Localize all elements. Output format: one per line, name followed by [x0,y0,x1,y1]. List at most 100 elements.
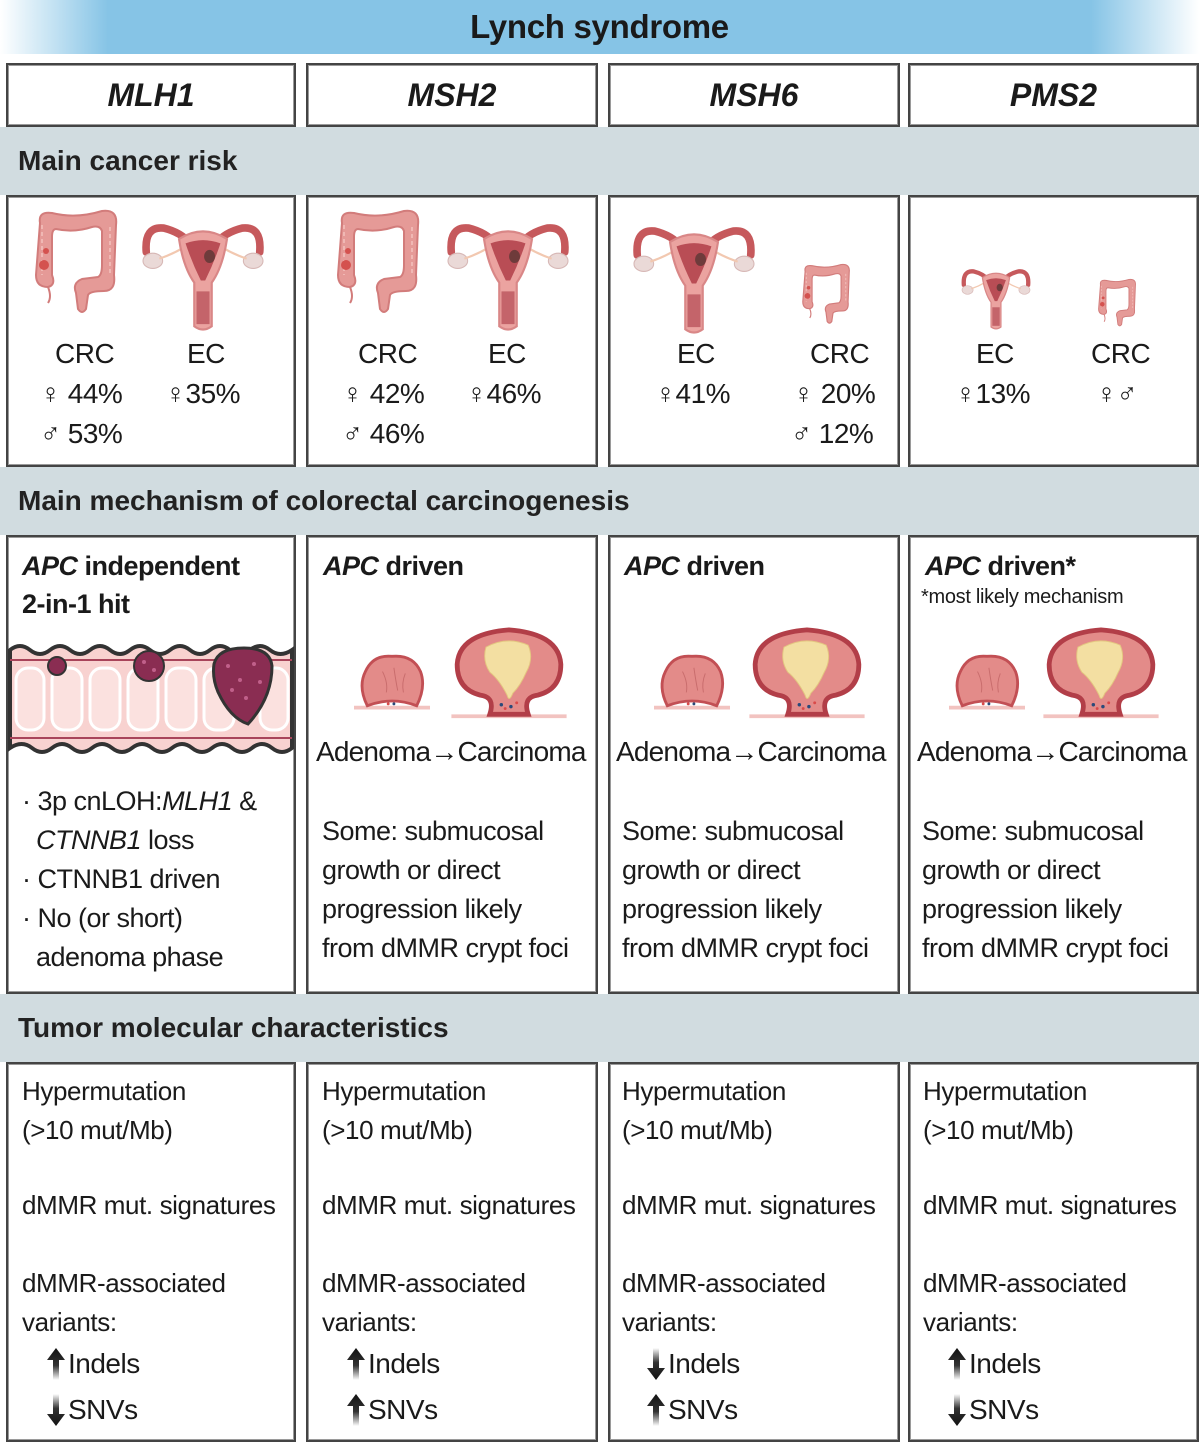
risk-female: ♀13% [955,378,1031,409]
male-icon: ♂ [40,418,61,449]
colon-icon [1094,274,1140,330]
hypermutation-threshold: (>10 mut/Mb) [322,1115,473,1145]
risk-female: ♀46% [466,378,542,409]
cancer-label: EC [488,338,526,369]
carcinoma-icon [450,626,568,722]
indels-row: Indels [947,1348,1041,1380]
column-cell [6,195,296,467]
mut-signatures-label: dMMR mut. signatures [923,1190,1177,1220]
adenoma-icon [654,648,730,716]
arrow-up-icon [647,1394,665,1426]
column-cell [608,1062,900,1442]
page-title: Lynch syndrome [470,8,729,45]
carcinoma-icon [1042,626,1160,722]
tumor-medium [133,650,165,682]
adenoma-carcinoma-flow: Adenoma→Carcinoma [917,736,1187,767]
variants-label: dMMR-associated [22,1268,226,1298]
column-cell [908,63,1199,127]
risk-female: ♀ 42% [342,378,425,409]
cancer-label: EC [677,338,715,369]
carcinoma-icon [748,626,866,722]
title-bar: Lynch syndrome [0,0,1199,54]
arrow-right-icon: → [430,736,458,767]
section-band-molecular: Tumor molecular characteristics [0,994,1199,1062]
uterus-icon [442,215,574,335]
female-icon: ♀ [342,378,363,409]
column-cell [608,535,900,994]
arrow-down-icon [47,1394,65,1426]
colon-icon [26,205,126,315]
variants-label: dMMR-associated [622,1268,826,1298]
adenoma-carcinoma-flow: Adenoma→Carcinoma [616,736,886,767]
variants-label-2: variants: [923,1307,1018,1337]
bullet-item: · 3p cnLOH:MLH1 & [22,786,257,816]
arrow-down-icon [647,1348,665,1380]
adenoma-icon [949,648,1025,716]
gene-header-msh6: MSH6 [709,76,799,113]
arrow-up-icon [47,1348,65,1380]
bullet-item: · CTNNB1 driven [22,864,221,894]
snvs-row: SNVs [947,1394,1039,1426]
hypermutation-label: Hypermutation [322,1076,486,1106]
section-band-risk: Main cancer risk [0,127,1199,195]
section-band-mechanism: Main mechanism of colorectal carcinogene… [0,467,1199,535]
female-icon: ♀ [1096,378,1117,409]
risk-female: ♀ 20% [793,378,876,409]
female-icon: ♀ [165,378,186,409]
hypermutation-threshold: (>10 mut/Mb) [22,1115,173,1145]
gene-header-msh2: MSH2 [407,76,497,113]
female-icon: ♀ [955,378,976,409]
arrow-up-icon [948,1348,966,1380]
arrow-up-icon [347,1394,365,1426]
section-title: Main mechanism of colorectal carcinogene… [18,485,630,516]
tumor-small [47,656,67,676]
hypermutation-label: Hypermutation [622,1076,786,1106]
snvs-label: SNVs [368,1394,438,1425]
snvs-row: SNVs [346,1394,438,1426]
variants-label-2: variants: [322,1307,417,1337]
gene-header-mlh1: MLH1 [107,76,195,113]
uterus-icon [137,215,269,335]
indels-label: Indels [368,1348,440,1379]
cancer-label: CRC [358,338,418,369]
risk-female: ♀ 44% [40,378,123,409]
uterus-icon [628,218,760,338]
column-cell [908,1062,1199,1442]
indels-row: Indels [346,1348,440,1380]
arrow-up-icon [347,1348,365,1380]
column-cell [306,195,598,467]
indels-label: Indels [969,1348,1041,1379]
uterus-icon [958,264,1034,332]
mechanism-heading: APC driven [323,551,464,581]
hypermutation-threshold: (>10 mut/Mb) [923,1115,1074,1145]
bullet-item: CTNNB1 loss [36,825,195,855]
section-title: Main cancer risk [18,145,238,176]
mut-signatures-label: dMMR mut. signatures [622,1190,876,1220]
risk-female: ♀41% [655,378,731,409]
column-cell [306,1062,598,1442]
indels-label: Indels [668,1348,740,1379]
arrow-right-icon: → [730,736,758,767]
column-cell [908,195,1199,467]
gene-header-pms2: PMS2 [1009,76,1098,113]
female-icon: ♀ [40,378,61,409]
indels-label: Indels [68,1348,140,1379]
male-icon: ♂ [342,418,363,449]
bullet-item: adenoma phase [36,942,224,972]
mut-signatures-label: dMMR mut. signatures [322,1190,576,1220]
male-icon: ♂ [1116,378,1138,409]
arrow-down-icon [948,1394,966,1426]
cancer-label: CRC [1091,338,1151,369]
adenoma-icon [354,648,430,716]
bullet-item: · No (or short) [22,903,183,933]
cancer-label: CRC [55,338,115,369]
variants-label: dMMR-associated [322,1268,526,1298]
mechanism-heading: APC driven [624,551,765,581]
column-cell [608,195,900,467]
hypermutation-threshold: (>10 mut/Mb) [622,1115,773,1145]
column-cell [306,63,598,127]
colon-icon [328,205,428,315]
female-icon: ♀ [655,378,676,409]
